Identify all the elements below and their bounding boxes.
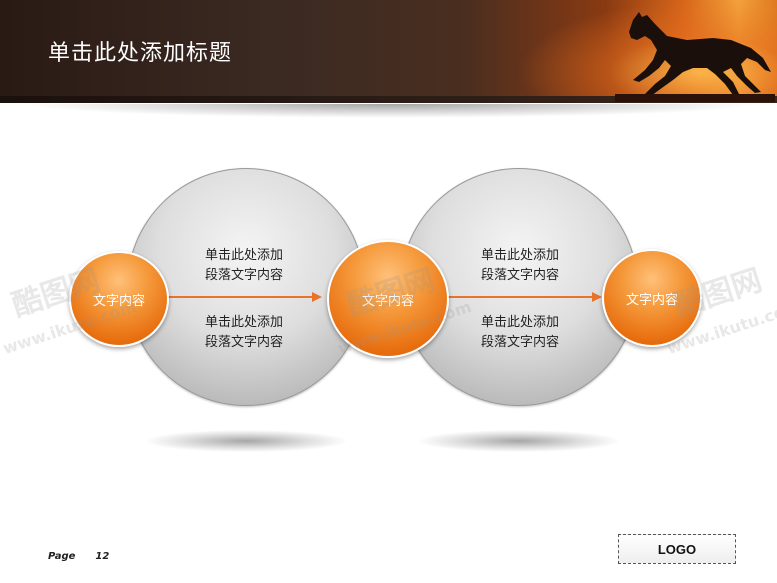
paragraph-1-line1: 单击此处添加 [204, 248, 283, 263]
logo-text: LOGO [657, 541, 697, 557]
paragraph-3-line1: 单击此处添加 [480, 248, 559, 263]
right-circle-shadow [419, 430, 619, 452]
paragraph-2-line1: 单击此处添加 [204, 315, 283, 330]
node-1[interactable]: 文字内容 [69, 251, 169, 347]
paragraph-3[interactable]: 单击此处添加 段落文字内容 [460, 246, 580, 286]
logo-placeholder[interactable]: LOGO [618, 534, 736, 564]
arrow-right-icon [166, 292, 322, 302]
paragraph-2-line2: 段落文字内容 [204, 335, 283, 350]
page-indicator: Page 12 [48, 551, 109, 562]
node-2-label: 文字内容 [361, 293, 414, 309]
node-2[interactable]: 文字内容 [327, 240, 449, 358]
paragraph-4[interactable]: 单击此处添加 段落文字内容 [460, 313, 580, 353]
paragraph-4-line1: 单击此处添加 [480, 315, 559, 330]
paragraph-4-line2: 段落文字内容 [480, 335, 559, 350]
paragraph-1-line2: 段落文字内容 [204, 268, 283, 283]
node-3-label: 文字内容 [625, 292, 678, 308]
page-label: Page [48, 551, 76, 562]
paragraph-2[interactable]: 单击此处添加 段落文字内容 [184, 313, 304, 353]
left-circle-shadow [146, 430, 346, 452]
paragraph-3-line2: 段落文字内容 [480, 268, 559, 283]
header-shadow [20, 104, 760, 118]
slide-title[interactable]: 单击此处添加标题 [48, 41, 233, 66]
header-banner: 单击此处添加标题 [0, 0, 777, 103]
node-1-label: 文字内容 [92, 293, 145, 309]
paragraph-1[interactable]: 单击此处添加 段落文字内容 [184, 246, 304, 286]
node-3[interactable]: 文字内容 [602, 249, 702, 347]
arrow-right-icon [446, 292, 602, 302]
page-number: 12 [95, 551, 110, 562]
horse-silhouette-icon [615, 12, 775, 102]
header-stripe [0, 96, 777, 103]
